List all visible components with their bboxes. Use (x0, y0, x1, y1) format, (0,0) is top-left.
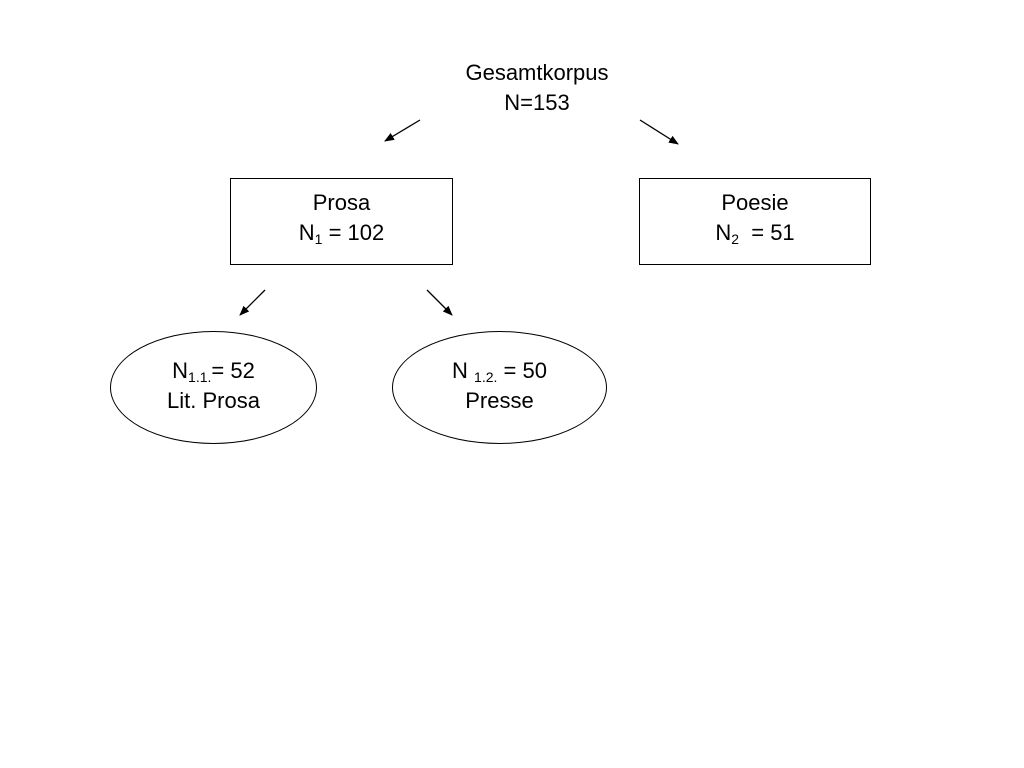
root-title: Gesamtkorpus (465, 60, 609, 85)
arrow-root-to-poesie (639, 119, 679, 145)
prosa-count: N1 = 102 (298, 220, 385, 247)
arrow-prosa-to-presse (426, 289, 453, 316)
presse-label: Presse (465, 388, 534, 413)
lit-prosa-label: Lit. Prosa (167, 388, 260, 413)
presse-count: N 1.2. = 50 (452, 358, 547, 385)
poesie-count: N2 = 51 (715, 220, 795, 247)
poesie-box: Poesie N2 = 51 (639, 178, 871, 265)
poesie-title: Poesie (721, 190, 789, 215)
arrow-prosa-to-lit-prosa (239, 289, 266, 316)
arrow-root-to-prosa (384, 119, 421, 142)
lit-prosa-count: N1.1.= 52 (172, 358, 255, 385)
root-node: Gesamtkorpus N=153 (437, 58, 637, 118)
lit-prosa-ellipse: N1.1.= 52 Lit. Prosa (110, 331, 317, 444)
prosa-box: Prosa N1 = 102 (230, 178, 453, 265)
presse-ellipse: N 1.2. = 50 Presse (392, 331, 607, 444)
root-count: N=153 (504, 90, 570, 115)
prosa-title: Prosa (312, 190, 371, 215)
